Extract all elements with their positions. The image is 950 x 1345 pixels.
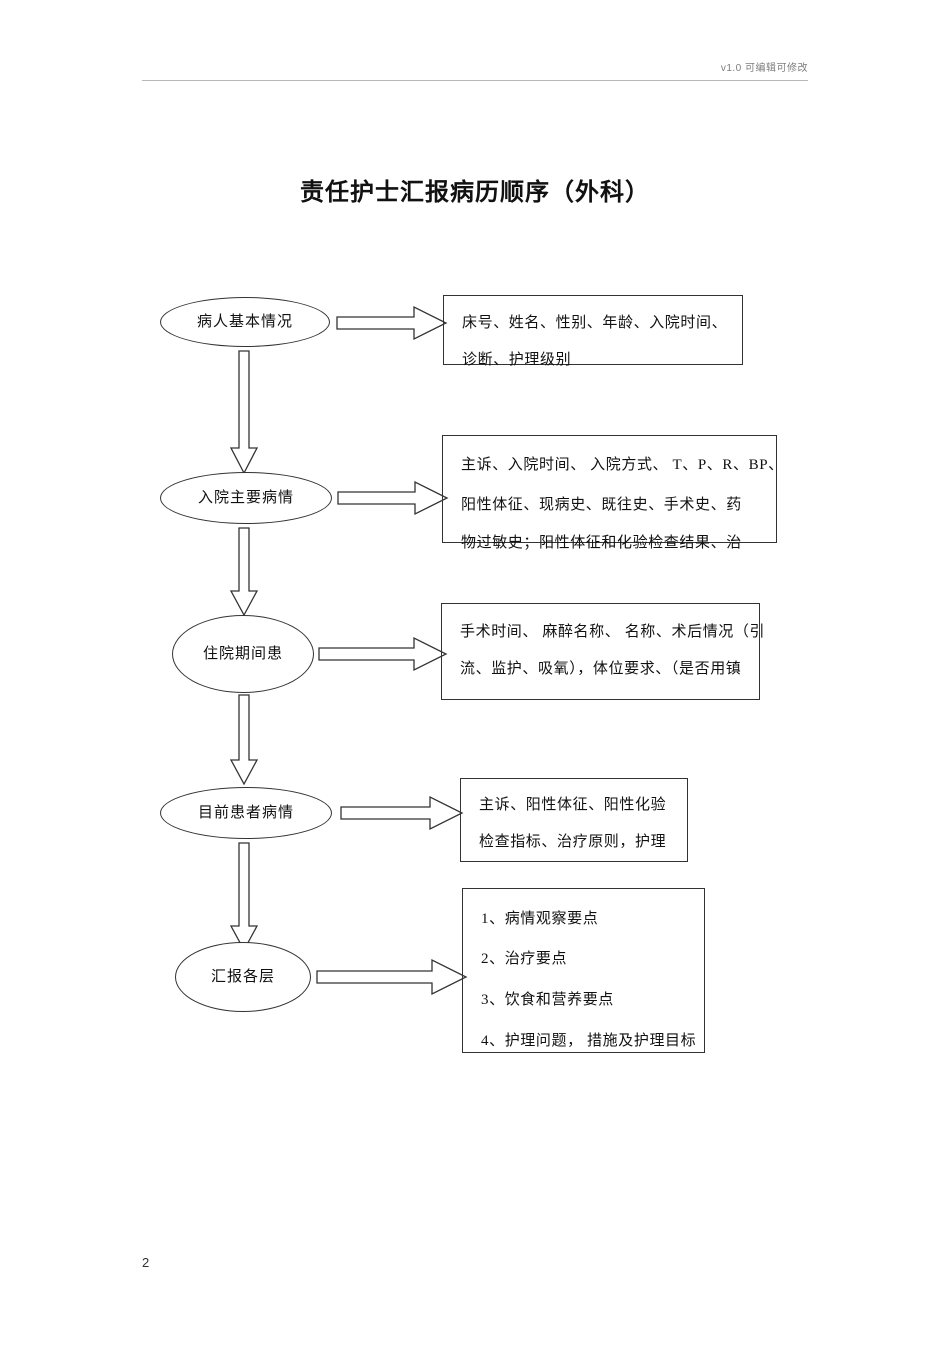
arrow-down-2 (228, 527, 260, 617)
page-number: 2 (142, 1255, 150, 1270)
arrow-right-3 (318, 634, 448, 674)
flow-box-line: 主诉、阳性体征、阳性化验 (479, 797, 667, 813)
header-version-note: v1.0 可编辑可修改 (720, 63, 808, 74)
flow-box-line: 诊断、护理级别 (462, 352, 572, 368)
arrow-down-4 (228, 842, 260, 952)
flow-node-patient-basic-info: 病人基本情况 (160, 297, 330, 347)
arrow-right-4 (340, 793, 464, 833)
page-title: 责任护士汇报病历顺序（外科） (300, 180, 650, 206)
flow-box-line: 检查指标、治疗原则，护理 (479, 834, 667, 850)
flow-box-admission-condition: 主诉、入院时间、 入院方式、 T、P、R、BP、 阳性体征、现病史、既往史、手术… (442, 435, 783, 551)
header-divider (142, 80, 808, 81)
flow-node-admission-condition: 入院主要病情 (160, 472, 332, 524)
flow-box-line: 床号、姓名、性别、年龄、入院时间、 (462, 315, 728, 331)
flow-node-label: 入院主要病情 (197, 489, 294, 506)
arrow-right-1 (336, 303, 448, 343)
flow-node-label: 住院期间患 (202, 645, 283, 662)
arrow-right-2 (337, 478, 449, 518)
arrow-down-3 (228, 694, 260, 786)
arrow-down-1 (228, 350, 260, 475)
arrow-right-5 (316, 957, 468, 997)
flow-box-line: 阳性体征、现病史、既往史、手术史、药 (461, 497, 742, 513)
flow-box-line: 4、护理问题， 措施及护理目标 (481, 1033, 697, 1049)
flow-box-line: 主诉、入院时间、 入院方式、 T、P、R、BP、 (461, 457, 784, 473)
flow-box-line: 流、监护、吸氧），体位要求、（是否用镇 (460, 661, 742, 677)
flow-box-line: 1、病情观察要点 (481, 911, 599, 927)
flow-box-line: 3、饮食和营养要点 (481, 992, 614, 1008)
flow-box-line: 手术时间、 麻醉名称、 名称、术后情况（引 (460, 624, 766, 640)
flow-node-label: 汇报各层 (210, 968, 275, 985)
flow-box-report-levels: 1、病情观察要点 2、治疗要点 3、饮食和营养要点 4、护理问题， 措施及护理目… (462, 888, 705, 1053)
flow-node-label: 目前患者病情 (197, 804, 294, 821)
flow-node-current-condition: 目前患者病情 (160, 787, 332, 839)
flow-node-hospitalization-period: 住院期间患 (172, 615, 314, 693)
flow-node-label: 病人基本情况 (196, 313, 293, 330)
flow-box-current-condition: 主诉、阳性体征、阳性化验 检查指标、治疗原则，护理 (460, 778, 688, 862)
flow-box-line: 2、治疗要点 (481, 951, 568, 967)
flow-node-report-levels: 汇报各层 (175, 942, 311, 1012)
flow-box-line-overflow: 物过敏史；阳性体征和化验检查结果、治 (461, 535, 742, 551)
flow-box-patient-basic-info: 床号、姓名、性别、年龄、入院时间、 诊断、护理级别 (443, 295, 743, 368)
flow-box-hospitalization-period: 手术时间、 麻醉名称、 名称、术后情况（引 流、监护、吸氧），体位要求、（是否用… (441, 603, 765, 700)
